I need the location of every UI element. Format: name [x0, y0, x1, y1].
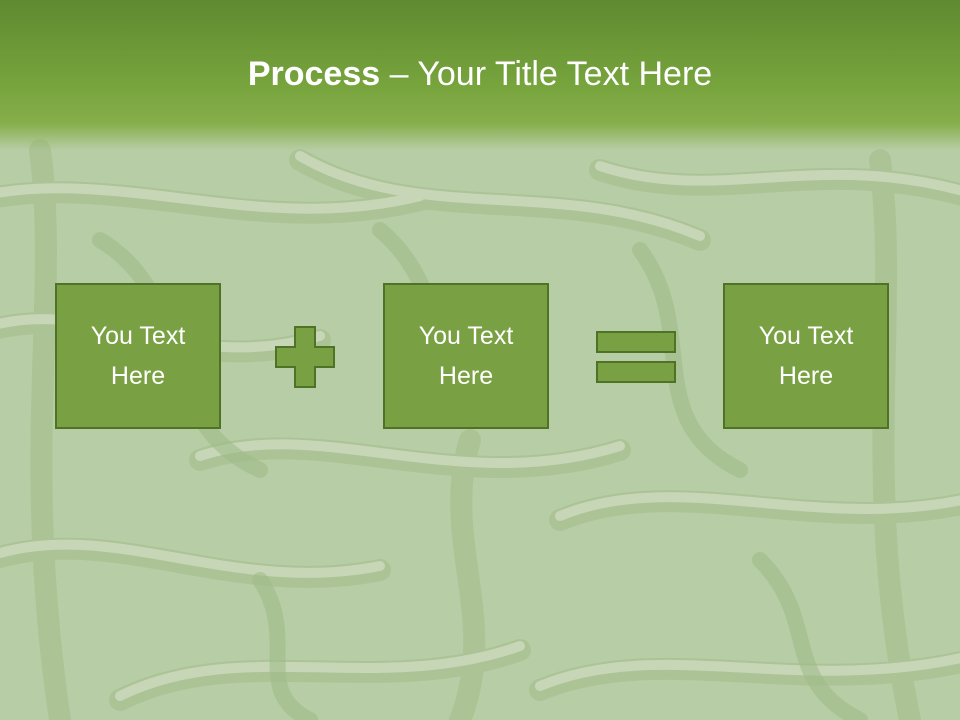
- title-rest-text: – Your Title Text Here: [380, 55, 713, 93]
- process-box-2[interactable]: You Text Here: [383, 283, 549, 429]
- plus-icon: [275, 326, 335, 388]
- process-box-1[interactable]: You Text Here: [55, 283, 221, 429]
- equals-icon: [596, 331, 676, 383]
- slide-title[interactable]: Process – Your Title Text Here: [0, 52, 960, 96]
- title-bar: Process – Your Title Text Here: [0, 0, 960, 150]
- process-box-3[interactable]: You Text Here: [723, 283, 889, 429]
- title-bold-text: Process: [247, 55, 381, 93]
